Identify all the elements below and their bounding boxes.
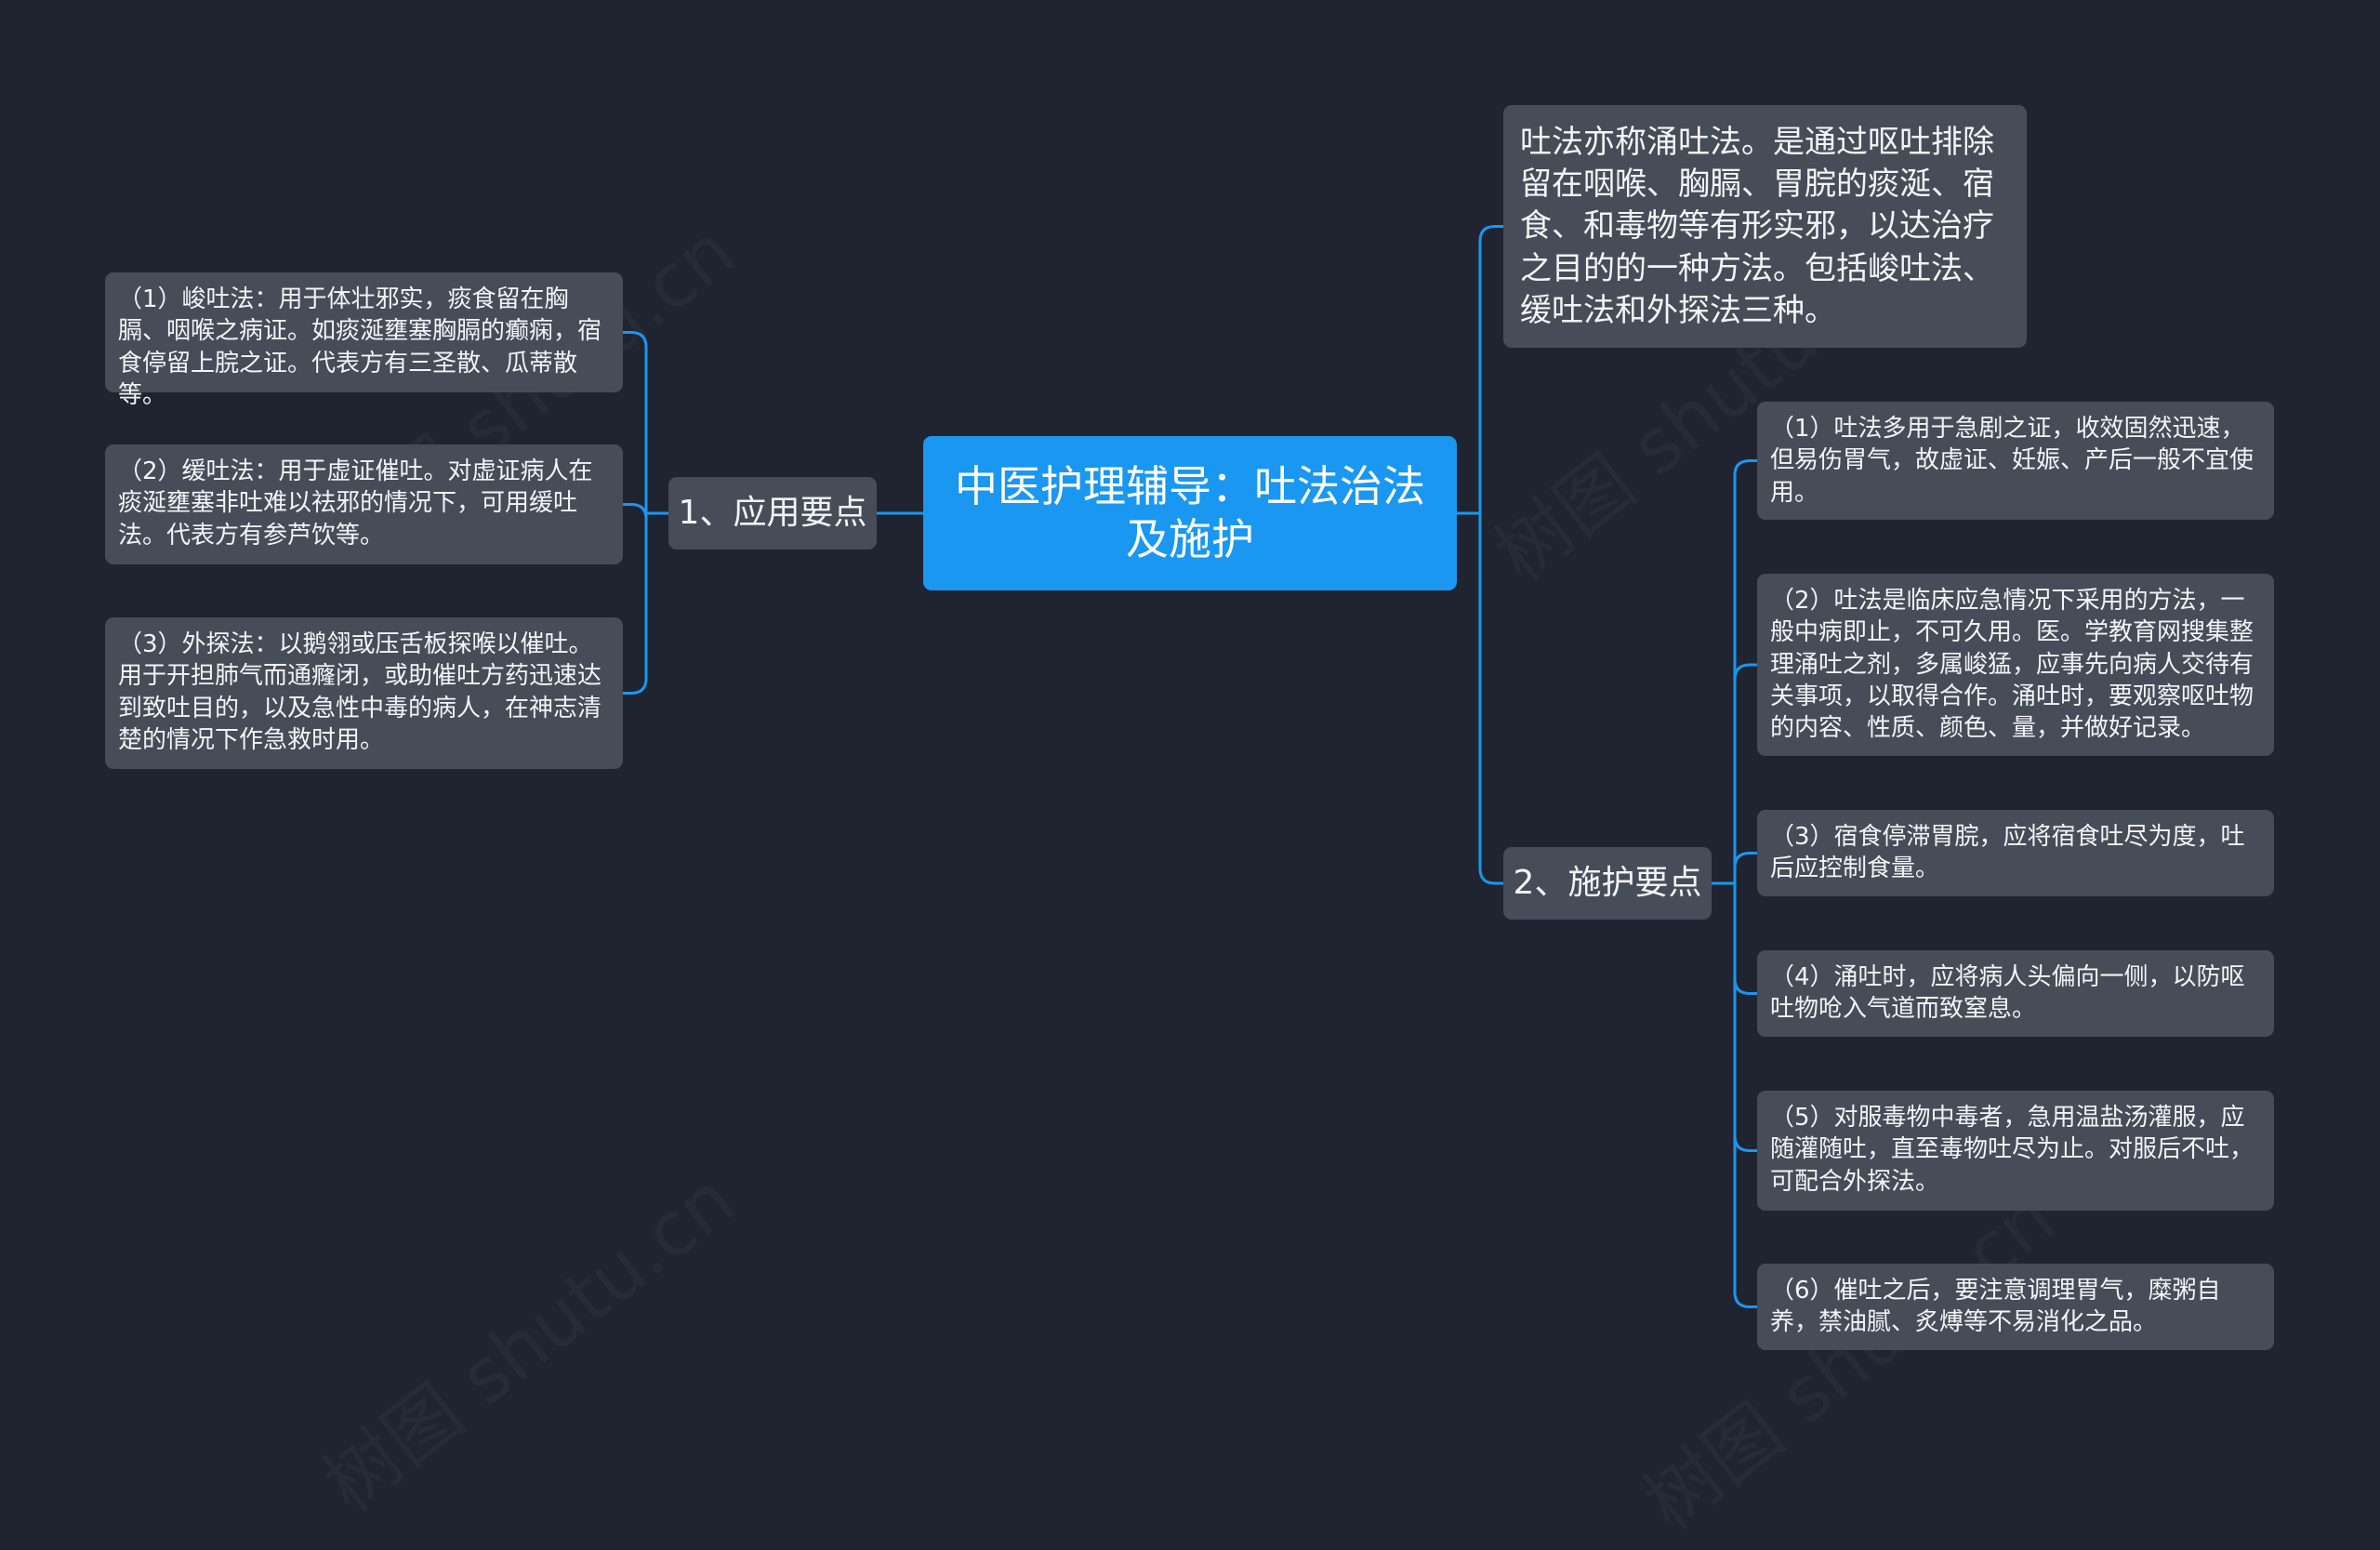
connector-branch2-leaf-4 (1733, 883, 1757, 995)
leaf-nursing-3[interactable]: （3）宿食停滞胃脘，应将宿食吐尽为度，吐后应控制食量。 (1757, 810, 2274, 896)
connector-branch2-leaf-1 (1733, 459, 1757, 883)
root-topic[interactable]: 中医护理辅导：吐法治法及施护 (923, 436, 1457, 590)
leaf-text: （2）吐法是临床应急情况下采用的方法，一般中病即止，不可久用。医。学教育网搜集整… (1770, 587, 2254, 743)
connector-branch1-leaf-3 (623, 513, 648, 695)
leaf-text: （6）催吐之后，要注意调理胃气，糜粥自养，禁油腻、炙煿等不易消化之品。 (1770, 1277, 2221, 1337)
leaf-nursing-4[interactable]: （4）涌吐时，应将病人头偏向一侧，以防呕吐物呛入气道而致窒息。 (1757, 950, 2274, 1037)
leaf-nursing-2[interactable]: （2）吐法是临床应急情况下采用的方法，一般中病即止，不可久用。医。学教育网搜集整… (1757, 574, 2274, 756)
leaf-nursing-1[interactable]: （1）吐法多用于急剧之证，收效固然迅速，但易伤胃气，故虚证、妊娠、产后一般不宜使… (1757, 402, 2274, 520)
intro-text: 吐法亦称涌吐法。是通过呕吐排除留在咽喉、胸膈、胃脘的痰涎、宿食、和毒物等有形实邪… (1520, 124, 1994, 329)
leaf-text: （2）缓吐法：用于虚证催吐。对虚证病人在痰涎壅塞非吐难以祛邪的情况下，可用缓吐法… (118, 457, 593, 550)
leaf-text: （3）外探法：以鹅翎或压舌板探喉以催吐。用于开担肺气而通癃闭，或助催吐方药迅速达… (118, 630, 602, 754)
connector-branch2-leaf-2 (1733, 663, 1757, 883)
leaf-application-2[interactable]: （2）缓吐法：用于虚证催吐。对虚证病人在痰涎壅塞非吐难以祛邪的情况下，可用缓吐法… (105, 444, 623, 564)
branch-nursing-points[interactable]: 2、施护要点 (1503, 847, 1712, 920)
leaf-text: （3）宿食停滞胃脘，应将宿食吐尽为度，吐后应控制食量。 (1770, 823, 2245, 883)
connector-branch1-leaf-1 (623, 331, 648, 513)
connector-branch2-leaf-3 (1733, 852, 1757, 883)
connector-lines (623, 225, 1757, 1308)
leaf-nursing-5[interactable]: （5）对服毒物中毒者，急用温盐汤灌服，应随灌随吐，直至毒物吐尽为止。对服后不吐，… (1757, 1091, 2274, 1211)
connector-branch2-leaf-6 (1733, 883, 1757, 1308)
branch-application-points[interactable]: 1、应用要点 (668, 477, 877, 550)
branch-label: 1、应用要点 (678, 493, 867, 532)
intro-note[interactable]: 吐法亦称涌吐法。是通过呕吐排除留在咽喉、胸膈、胃脘的痰涎、宿食、和毒物等有形实邪… (1503, 105, 2027, 348)
connector-branch1-leaf-2 (623, 503, 648, 520)
leaf-text: （5）对服毒物中毒者，急用温盐汤灌服，应随灌随吐，直至毒物吐尽为止。对服后不吐，… (1770, 1104, 2254, 1196)
leaf-text: （1）吐法多用于急剧之证，收效固然迅速，但易伤胃气，故虚证、妊娠、产后一般不宜使… (1770, 415, 2254, 507)
leaf-text: （4）涌吐时，应将病人头偏向一侧，以防呕吐物呛入气道而致窒息。 (1770, 963, 2245, 1024)
leaf-text: （1）峻吐法：用于体壮邪实，痰食留在胸膈、咽喉之病证。如痰涎壅塞胸膈的癫痫，宿食… (118, 285, 602, 409)
branch-label: 2、施护要点 (1513, 863, 1702, 902)
leaf-nursing-6[interactable]: （6）催吐之后，要注意调理胃气，糜粥自养，禁油腻、炙煿等不易消化之品。 (1757, 1264, 2274, 1350)
connector-root-branch2 (1478, 513, 1503, 885)
leaf-application-3[interactable]: （3）外探法：以鹅翎或压舌板探喉以催吐。用于开担肺气而通癃闭，或助催吐方药迅速达… (105, 617, 623, 769)
connector-branch2-leaf-5 (1733, 883, 1757, 1152)
connector-root-intro (1478, 225, 1503, 513)
root-title: 中医护理辅导：吐法治法及施护 (955, 460, 1425, 565)
leaf-application-1[interactable]: （1）峻吐法：用于体壮邪实，痰食留在胸膈、咽喉之病证。如痰涎壅塞胸膈的癫痫，宿食… (105, 272, 623, 409)
